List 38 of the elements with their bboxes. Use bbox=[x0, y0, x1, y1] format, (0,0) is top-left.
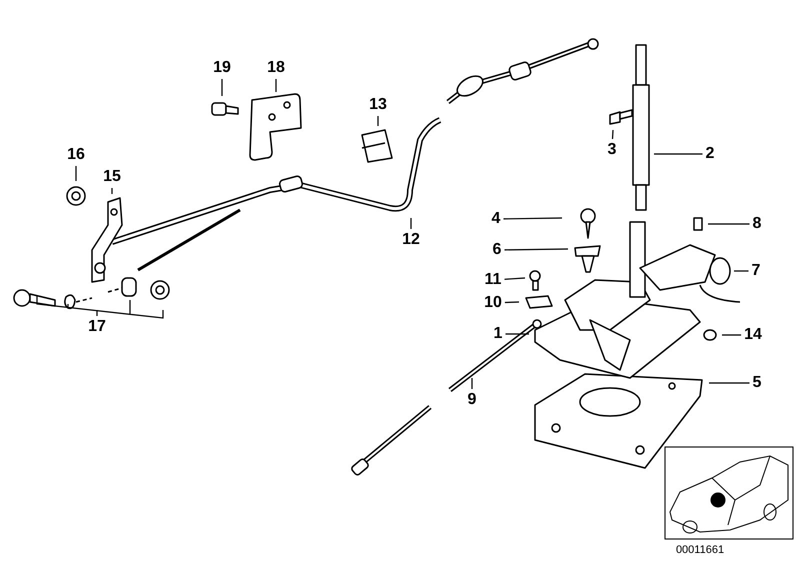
leader-line bbox=[734, 270, 748, 272]
callout-number: 16 bbox=[67, 146, 85, 164]
leader-line bbox=[504, 301, 520, 304]
leader-line bbox=[410, 218, 412, 229]
callout-number: 8 bbox=[752, 215, 762, 233]
leader-line bbox=[377, 116, 379, 126]
image-number: 00011661 bbox=[676, 544, 724, 556]
callout-number: 15 bbox=[103, 168, 121, 186]
leader-line bbox=[221, 79, 223, 96]
callout-number: 14 bbox=[744, 326, 762, 344]
leader-line bbox=[275, 79, 277, 92]
callout-number: 19 bbox=[213, 59, 231, 77]
callout-number: 6 bbox=[492, 241, 502, 259]
callout-number: 10 bbox=[484, 294, 502, 312]
callout-number: 12 bbox=[402, 231, 420, 249]
callout-number: 9 bbox=[468, 391, 476, 409]
leader-line bbox=[75, 166, 77, 181]
callout-number: 17 bbox=[88, 318, 106, 336]
leader-line bbox=[504, 248, 568, 250]
leader-line bbox=[506, 333, 529, 335]
callout-number: 3 bbox=[608, 141, 616, 159]
callout-number: 18 bbox=[267, 59, 285, 77]
callout-number: 2 bbox=[706, 145, 714, 163]
callout-number: 11 bbox=[484, 271, 502, 289]
leader-line bbox=[708, 223, 750, 225]
callout-number: 5 bbox=[752, 374, 762, 392]
leader-line bbox=[111, 188, 113, 194]
callout-number: 7 bbox=[752, 262, 760, 280]
leader-line bbox=[504, 217, 562, 220]
leader-line bbox=[471, 378, 473, 389]
leader-line bbox=[722, 334, 742, 336]
leader-line bbox=[654, 153, 702, 155]
leader-line bbox=[504, 277, 526, 280]
callout-number: 13 bbox=[369, 96, 387, 114]
callout-number: 1 bbox=[494, 325, 502, 343]
leader-line bbox=[709, 382, 750, 384]
callout-number: 4 bbox=[492, 210, 500, 228]
leader-line bbox=[612, 130, 614, 140]
